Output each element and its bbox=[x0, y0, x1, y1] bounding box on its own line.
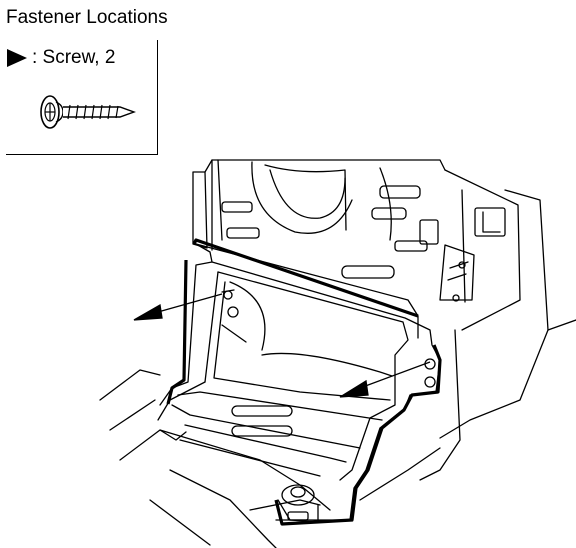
legend-label: : Screw, 2 bbox=[32, 47, 116, 68]
legend-entry: : Screw, 2 bbox=[6, 46, 115, 70]
screw-callout-arrow-right bbox=[339, 379, 369, 398]
screw-icon bbox=[40, 95, 136, 129]
screw-callout-arrow-left bbox=[133, 303, 163, 321]
fastener-legend: : Screw, 2 bbox=[6, 40, 158, 155]
page-title: Fastener Locations bbox=[6, 7, 168, 28]
arrow-pointer-icon bbox=[7, 49, 27, 67]
